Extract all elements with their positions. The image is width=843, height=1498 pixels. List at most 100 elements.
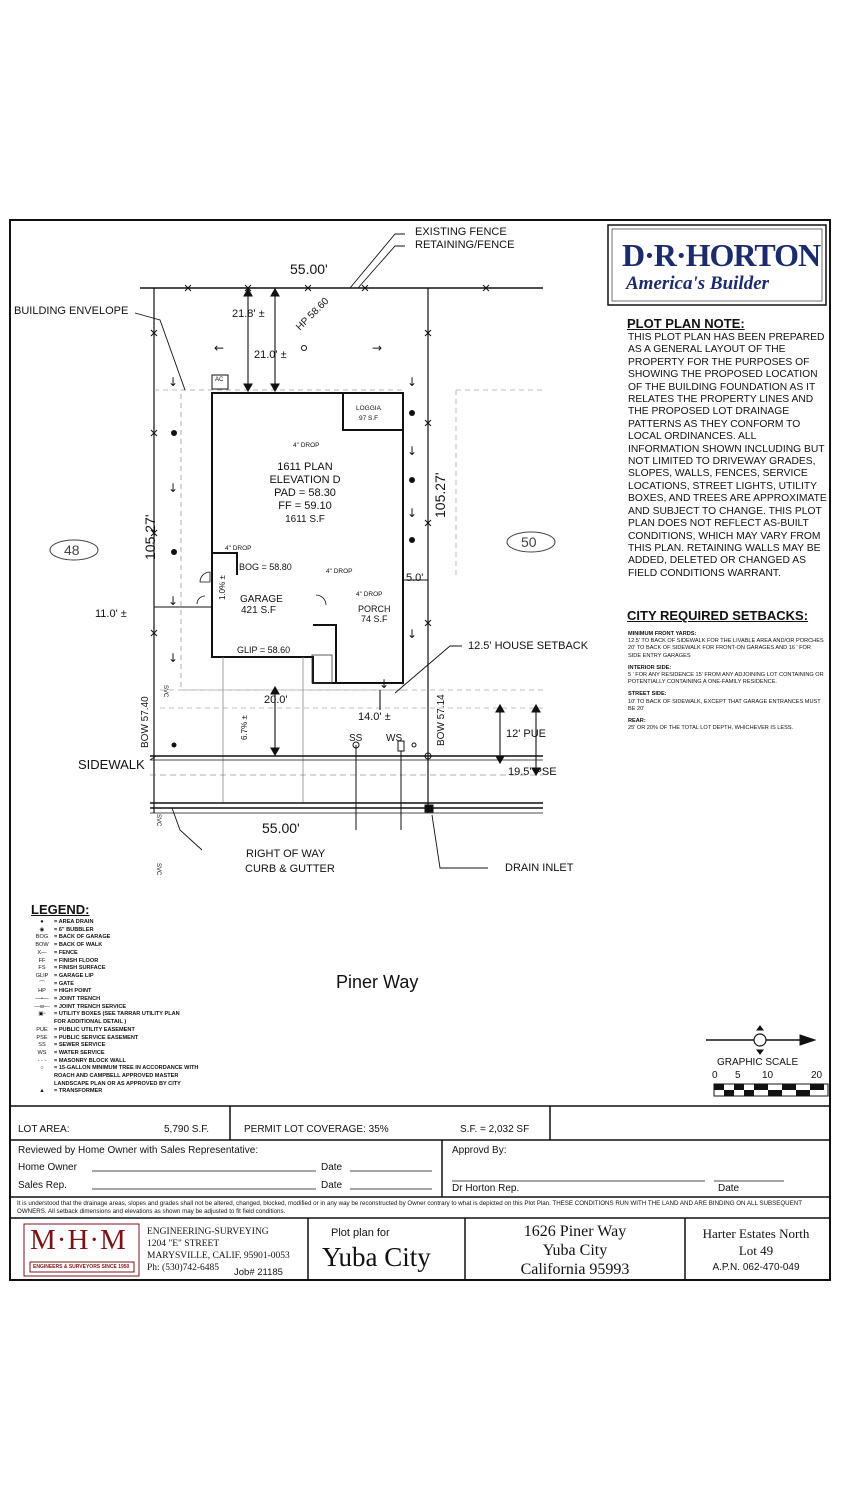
legend-symbol — [30, 1081, 54, 1089]
legend-symbol: PUE — [36, 1026, 48, 1033]
legend-text: = 6" BUBBLER — [54, 926, 94, 933]
setbacks-list: MINIMUM FRONT YARDS: 12.5' TO BACK OF SI… — [628, 631, 824, 732]
loggia-area: 97 S.F — [359, 415, 379, 422]
legend-text: = JOINT TRENCH — [54, 996, 101, 1003]
legend-symbol: X— — [37, 949, 47, 956]
street-name: Piner Way — [336, 972, 419, 992]
house-info: 1611 PLAN ELEVATION D PAD = 58.30 FF = 5… — [250, 461, 360, 526]
svg-text:↓: ↓ — [168, 651, 178, 665]
legend-text: = FINISH FLOOR — [54, 957, 99, 964]
legend-item: SS= SEWER SERVICE — [30, 1042, 210, 1050]
legend-item: WS= WATER SERVICE — [30, 1050, 210, 1058]
setback-street-text: 10' TO BACK OF SIDEWALK, EXCEPT THAT GAR… — [628, 698, 821, 712]
mhm-tagline: ENGINEERS & SURVEYORS SINCE 1950 — [33, 1264, 130, 1270]
fence-marks — [150, 284, 490, 637]
drainage-arrows: ←→ ↓↓↓↓ ↓↓↓↓ ↓ — [168, 341, 417, 691]
legend-symbol — [30, 1073, 54, 1081]
lot-identification: Harter Estates North Lot 49 A.P.N. 062-4… — [686, 1225, 826, 1276]
bow-left-label: BOW 57.40 — [140, 696, 151, 748]
lot-coverage: PERMIT LOT COVERAGE: 35% — [244, 1124, 389, 1135]
city-name: Yuba City — [322, 1242, 431, 1272]
legend-item: FOR ADDITIONAL DETAIL ) — [30, 1019, 210, 1027]
setback-interior-heading: INTERIOR SIDE: — [628, 664, 672, 671]
retaining-fence-label: RETAINING/FENCE — [415, 239, 515, 251]
legend-symbol: FS — [38, 965, 46, 972]
setback-street-heading: STREET SIDE: — [628, 691, 667, 698]
firm-line-2: 1204 "E" STREET — [147, 1239, 220, 1249]
graphic-scale-bar — [713, 1083, 829, 1097]
legend-symbol: —w— — [34, 1003, 50, 1010]
street-lines — [150, 755, 543, 814]
legend-text: = WATER SERVICE — [54, 1049, 105, 1056]
sewer-service-label: SS — [349, 733, 363, 744]
legend-item: FS = FINISH SURFACE — [30, 965, 210, 973]
site-address: 1626 Piner Way Yuba City California 9599… — [466, 1222, 684, 1279]
garage-side-dim: 11.0' ± — [95, 608, 127, 620]
legend-symbol: ▲ — [39, 1088, 45, 1095]
building-envelope — [180, 389, 404, 691]
firm-info: ENGINEERING-SURVEYING 1204 "E" STREET MA… — [147, 1226, 290, 1274]
legend-text: ROACH AND CAMPBELL APPROVED MASTER — [54, 1073, 179, 1080]
legend-item: GLIP= GARAGE LIP — [30, 973, 210, 981]
glip-label: GLIP = 58.60 — [237, 645, 291, 655]
driveway-setback-dim: 20.0' — [264, 694, 288, 706]
legend-symbol: ▣▫ — [38, 1011, 46, 1018]
loggia-label: LOGGIA — [356, 405, 381, 412]
leaders — [134, 233, 488, 869]
porch-area: 74 S.F — [361, 614, 388, 624]
legend-text: = GATE — [54, 980, 74, 987]
bog-label: BOG = 58.80 — [239, 562, 292, 572]
legend-text: FOR ADDITIONAL DETAIL ) — [54, 1019, 127, 1026]
svc-label-bottom: SVC — [155, 863, 161, 876]
right-of-way-label: RIGHT OF WAY — [246, 848, 326, 860]
svg-text:↓: ↓ — [168, 375, 178, 389]
legend-symbol: ● — [40, 919, 44, 925]
legend-item: —•— = JOINT TRENCH — [30, 996, 210, 1004]
dr-horton-date-label: Date — [718, 1183, 740, 1194]
legend-item: ▣▫= UTILITY BOXES (SEE TARRAR UTILITY PL… — [30, 1011, 210, 1019]
legend-item: —w—= JOINT TRENCH SERVICE — [30, 1004, 210, 1012]
legend-text: = PUBLIC UTILITY EASEMENT — [54, 1026, 135, 1033]
home-owner-date-label: Date — [321, 1162, 343, 1173]
legend-text: = TRANSFORMER — [54, 1088, 103, 1095]
drop-label-3: 4" DROP — [326, 568, 353, 575]
legend-item: X—= FENCE — [30, 950, 210, 958]
scale-tick-5: 5 — [735, 1070, 741, 1081]
legend-symbol: ○ — [40, 1065, 44, 1072]
lot-area-label: LOT AREA: — [18, 1124, 70, 1135]
apn-number: A.P.N. 062-470-049 — [712, 1262, 800, 1273]
house-pad: PAD = 58.30 — [274, 487, 336, 499]
property-lines — [140, 287, 543, 813]
firm-line-4: Ph: (530)742-6485 — [147, 1263, 220, 1273]
drain-inlet-label: DRAIN INLET — [505, 862, 574, 874]
legend-item: BOG= BACK OF GARAGE — [30, 934, 210, 942]
legend-item: - - -= MASONRY BLOCK WALL — [30, 1058, 210, 1066]
plot-plan-note-title: PLOT PLAN NOTE: — [627, 316, 745, 331]
bow-right-label: BOW 57.14 — [436, 694, 447, 746]
legend-text: = SEWER SERVICE — [54, 1042, 106, 1049]
svg-text:↓: ↓ — [379, 677, 389, 691]
firm-line-3: MARYSVILLE, CALIF. 95901-0053 — [147, 1251, 290, 1261]
dr-horton-rep-label: Dr Horton Rep. — [452, 1183, 520, 1194]
approved-by-label: Approvd By: — [452, 1145, 507, 1156]
legend-item: ○= 15-GALLON MINIMUM TREE IN ACCORDANCE … — [30, 1065, 210, 1073]
legend-item: BOW= BACK OF WALK — [30, 942, 210, 950]
lot-area-value: 5,790 S.F. — [164, 1124, 210, 1135]
legend-symbol — [30, 1019, 54, 1027]
setback-front-heading: MINIMUM FRONT YARDS: — [628, 631, 697, 637]
setback-interior-text: 5 ' FOR ANY RESIDENCE 15' FROM ANY ADJOI… — [628, 672, 824, 686]
svg-text:→: → — [372, 341, 382, 355]
legend-text: LANDSCAPE PLAN OR AS APPROVED BY CITY — [54, 1080, 181, 1087]
driveway-slope: 6.7% ± — [240, 715, 249, 740]
lot-number: Lot 49 — [738, 1243, 774, 1258]
drhorton-tagline: America's Builder — [626, 273, 770, 294]
rear-setback-dim-inner: 21.0' ± — [254, 349, 287, 361]
house-area: 1611 S.F — [285, 514, 325, 525]
legend-symbol: —•— — [35, 996, 49, 1003]
legend-text: = FINISH SURFACE — [54, 965, 106, 972]
lot-50-label: 50 — [521, 534, 537, 550]
svg-text:↓: ↓ — [407, 627, 417, 641]
lot-width-top: 55.00' — [290, 261, 328, 277]
scale-tick-10: 10 — [762, 1070, 774, 1081]
